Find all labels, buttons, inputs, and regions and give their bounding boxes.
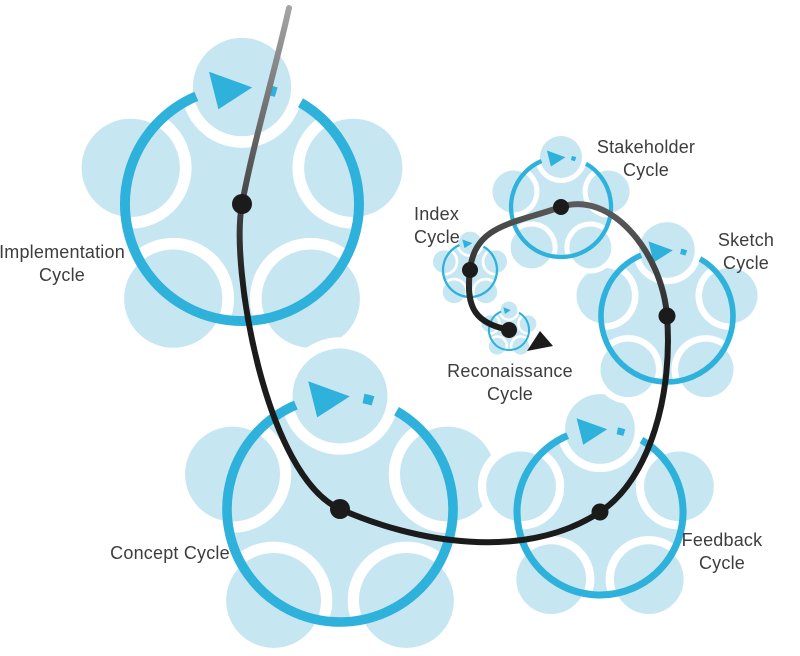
cycle-ring-arc	[513, 432, 687, 599]
label-line: Cycle	[622, 160, 670, 180]
cycle-ring-dash	[362, 393, 375, 406]
cycle-ring-arc	[120, 91, 364, 326]
label-line: Cycle	[698, 553, 745, 573]
label-line: Sketch	[717, 230, 775, 250]
label-line: Reconaissance	[447, 361, 573, 381]
cycle-ring-dash	[570, 156, 577, 162]
cycle-arrow-icon	[546, 150, 566, 167]
label-feedback-cycle: Feedback Cycle	[682, 529, 763, 575]
label-line: Stakeholder	[596, 137, 696, 157]
spiral-dots-layer	[232, 194, 676, 521]
spiral-end-arrowhead-icon	[527, 331, 553, 351]
label-concept-cycle: Concept Cycle	[110, 542, 230, 565]
label-line: Implementation	[0, 242, 125, 262]
spiral-node-dot	[462, 262, 478, 278]
cycle-arrow-icon	[503, 307, 511, 314]
label-line: Feedback	[681, 530, 763, 550]
spiral-node-dot	[591, 503, 609, 521]
cycle-flowers-layer	[69, 26, 765, 656]
cycle-arrow-icon	[576, 418, 608, 445]
cycle-flower-index	[430, 228, 510, 306]
spiral-node-dot	[553, 199, 569, 215]
spiral-node-dot	[330, 499, 350, 519]
cycle-flower-stakeholder	[487, 131, 635, 274]
cycle-arrow-icon	[308, 381, 350, 418]
cycle-flower-implementation	[69, 26, 415, 360]
label-reconaissance-cycle: Reconaissance Cycle	[447, 360, 573, 406]
label-line: Index	[414, 204, 460, 224]
cycle-arrow-icon	[209, 71, 253, 110]
spiral-node-dot	[658, 307, 676, 325]
spiral-node-dot	[501, 322, 517, 338]
spiral-node-dot	[232, 194, 252, 214]
cycle-arrow-icon	[648, 241, 673, 263]
cycle-ring-dash	[680, 248, 688, 256]
cycle-ring-arc	[508, 159, 614, 260]
label-line: Cycle	[486, 384, 533, 404]
cycle-ring-dash	[616, 427, 626, 436]
label-sketch-cycle: Sketch Cycle	[718, 229, 774, 275]
label-line: Cycle	[722, 253, 770, 273]
label-line: Cycle	[38, 265, 85, 285]
label-line: Concept Cycle	[110, 543, 230, 563]
label-line: Cycle	[414, 227, 461, 247]
label-index-cycle: Index Cycle	[414, 203, 460, 249]
cycle-arrow-icon	[462, 239, 473, 249]
label-implementation-cycle: Implementation Cycle	[0, 241, 125, 287]
label-stakeholder-cycle: Stakeholder Cycle	[597, 136, 695, 182]
cycle-ring-arc	[222, 400, 458, 627]
spiral-path	[236, 5, 671, 546]
